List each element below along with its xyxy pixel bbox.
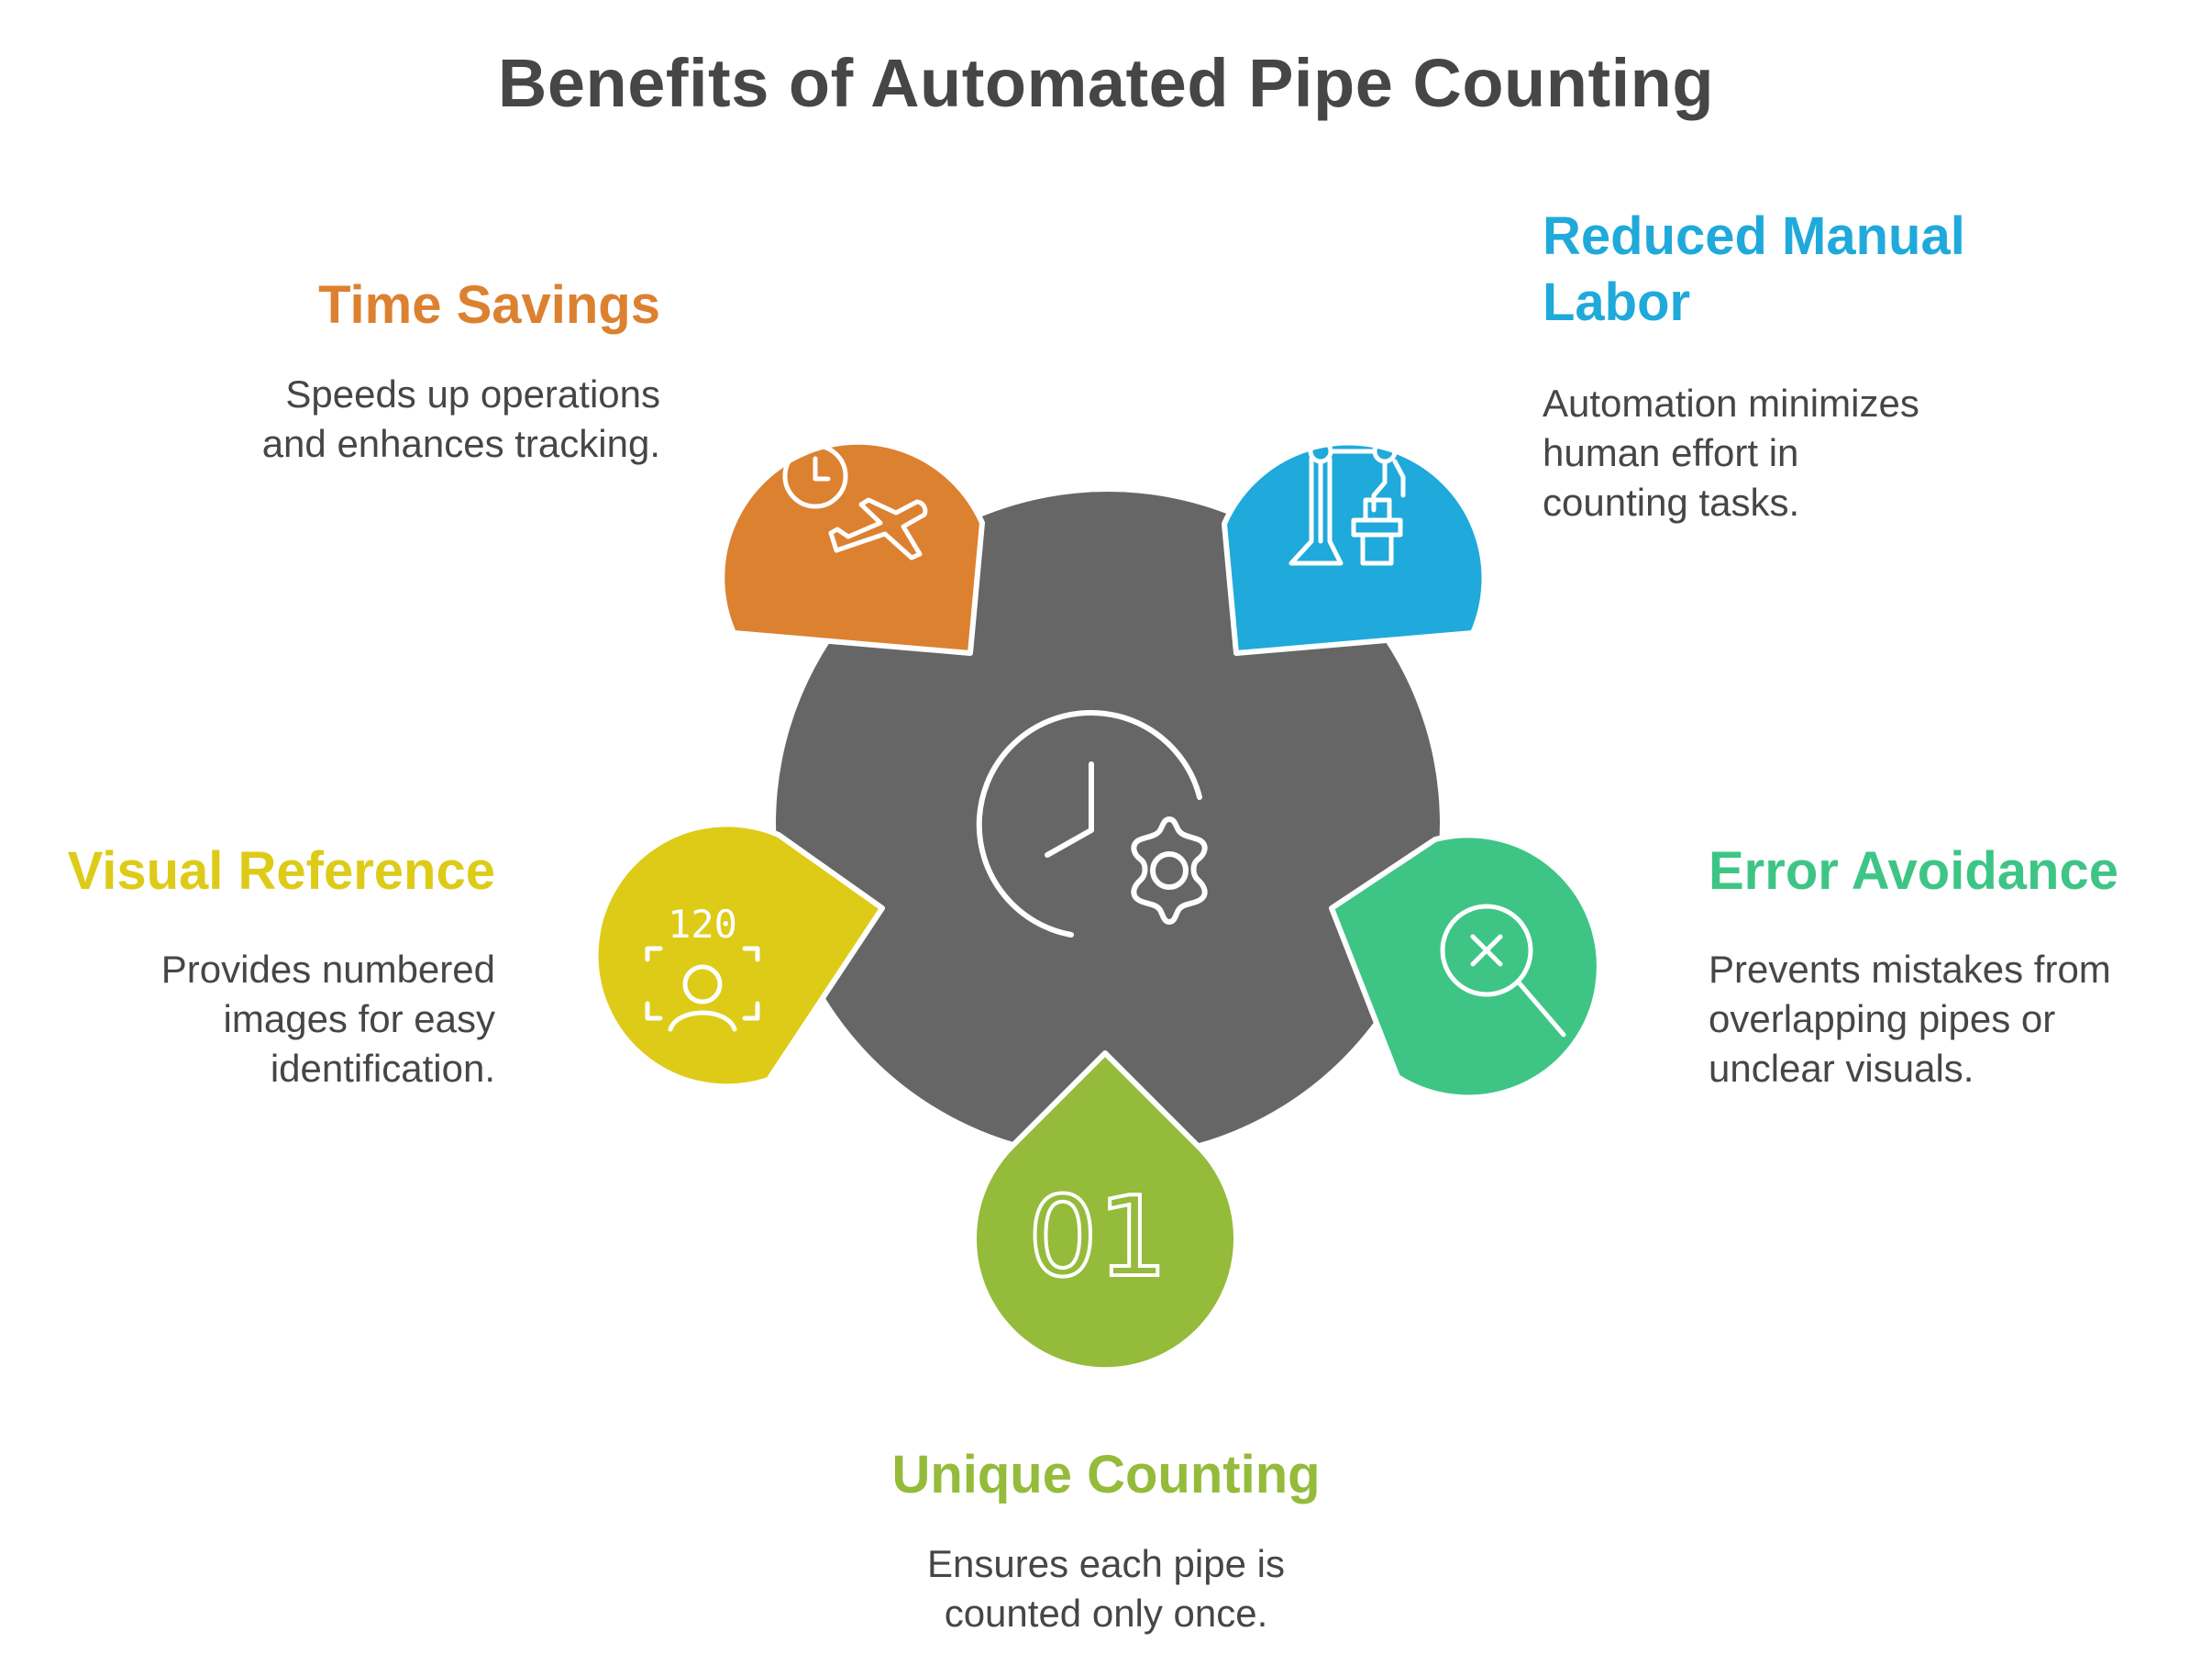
time-savings-heading: Time Savings xyxy=(318,275,660,335)
time-savings-desc-line1: Speeds up operations xyxy=(285,372,660,416)
number-01-icon: 01 xyxy=(1026,1172,1170,1304)
error-avoidance-desc: Prevents mistakes from overlapping pipes… xyxy=(1709,945,2195,1093)
visual-reference-desc-line2: images for easy xyxy=(223,997,495,1040)
reduced-labor-heading-line1: Reduced Manual xyxy=(1543,206,1965,266)
icon-text-120: 120 xyxy=(668,902,737,947)
unique-counting-desc-line1: Ensures each pipe is xyxy=(927,1542,1285,1585)
error-avoidance-drop xyxy=(1329,832,1602,1101)
robot-arm-icon xyxy=(1288,438,1406,566)
reduced-labor-desc: Automation minimizes human effort in cou… xyxy=(1543,379,2056,527)
error-avoidance-desc-line2: overlapping pipes or xyxy=(1709,997,2056,1040)
magnifier-x-icon xyxy=(1440,904,1566,1038)
face-scan-120-icon: 120 xyxy=(645,902,760,1032)
error-avoidance-heading: Error Avoidance xyxy=(1709,841,2118,901)
clock-gear-icon xyxy=(976,710,1208,938)
clock-plane-icon xyxy=(782,443,928,561)
visual-reference-desc: Provides numbered images for easy identi… xyxy=(37,945,495,1093)
reduced-labor-heading-line2: Labor xyxy=(1543,272,1691,332)
reduced-labor-desc-line2: human effort in xyxy=(1543,431,1799,474)
visual-reference-desc-line3: identification. xyxy=(270,1047,495,1090)
error-avoidance-desc-line1: Prevents mistakes from xyxy=(1709,948,2111,991)
reduced-labor-drop xyxy=(1222,439,1488,656)
unique-counting-desc-line2: counted only once. xyxy=(944,1592,1268,1635)
unique-counting-drop xyxy=(971,1050,1239,1373)
time-savings-desc-line2: and enhances tracking. xyxy=(261,422,660,465)
center-circle xyxy=(776,492,1440,1156)
error-avoidance-desc-line3: unclear visuals. xyxy=(1709,1047,1974,1090)
page-title: Benefits of Automated Pipe Counting xyxy=(497,45,1715,121)
icon-text-01: 01 xyxy=(1028,1174,1168,1302)
visual-reference-drop xyxy=(592,821,885,1090)
reduced-labor-desc-line3: counting tasks. xyxy=(1543,481,1800,524)
unique-counting-heading: Unique Counting xyxy=(891,1445,1321,1504)
reduced-labor-heading: Reduced Manual Labor xyxy=(1543,204,2093,336)
time-savings-desc: Speeds up operations and enhances tracki… xyxy=(147,370,660,469)
time-savings-drop xyxy=(719,438,985,656)
unique-counting-desc: Ensures each pipe is counted only once. xyxy=(831,1539,1381,1638)
reduced-labor-desc-line1: Automation minimizes xyxy=(1543,382,1919,425)
visual-reference-desc-line1: Provides numbered xyxy=(160,948,495,991)
visual-reference-heading: Visual Reference xyxy=(67,841,495,901)
